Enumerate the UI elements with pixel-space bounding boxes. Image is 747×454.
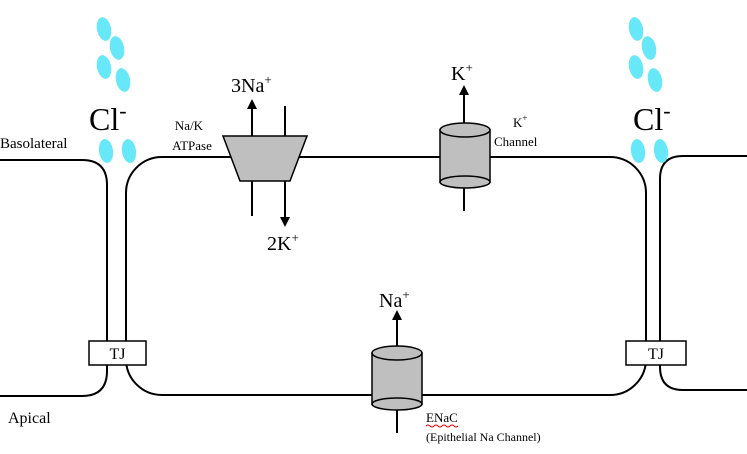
pump-trapezoid bbox=[221, 135, 309, 182]
kchannel-cylinder-bottom bbox=[439, 175, 491, 189]
chloride-drop bbox=[96, 17, 112, 41]
chloride-drop bbox=[630, 139, 646, 163]
kchannel-ion-charge: + bbox=[465, 60, 472, 75]
pump-na-out-label: 3Na+ bbox=[231, 72, 272, 97]
kchannel-cylinder-top bbox=[439, 122, 491, 138]
chloride-label-right: Cl- bbox=[633, 98, 671, 137]
enac-ion-charge: + bbox=[402, 287, 409, 302]
chloride-droplets-right bbox=[628, 17, 669, 163]
enac-cylinder-top bbox=[371, 345, 423, 361]
enac-spellcheck-underline bbox=[425, 424, 459, 428]
pump-k-in-label: 2K+ bbox=[267, 230, 299, 255]
tight-junction-right: TJ bbox=[625, 340, 687, 366]
pump-na-out-charge: + bbox=[264, 72, 271, 87]
pump-k-in-base: 2K bbox=[267, 233, 292, 255]
chloride-label-right-base: Cl bbox=[633, 101, 663, 137]
enac-channel bbox=[371, 310, 423, 433]
chloride-label-right-charge: - bbox=[663, 98, 670, 123]
apical-label: Apical bbox=[8, 410, 51, 427]
kchannel-name-charge: + bbox=[522, 113, 527, 123]
kchannel-cylinder-body bbox=[439, 129, 491, 183]
basolateral-label: Basolateral bbox=[0, 136, 67, 152]
tight-junction-left: TJ bbox=[88, 340, 147, 366]
chloride-drop bbox=[115, 68, 131, 92]
kchannel-name-base: K bbox=[513, 115, 523, 130]
left-cell-outline bbox=[0, 159, 108, 397]
enac-ion-label: Na+ bbox=[379, 287, 410, 312]
na-k-atpase-pump bbox=[221, 99, 309, 227]
enac-full-name-label: (Epithelial Na Channel) bbox=[426, 430, 541, 444]
chloride-droplets-left bbox=[96, 17, 137, 163]
potassium-channel bbox=[439, 85, 491, 211]
enac-cylinder-bottom bbox=[371, 397, 423, 411]
chloride-drop bbox=[628, 55, 644, 79]
chloride-label-left-base: Cl bbox=[89, 101, 119, 137]
tight-junction-right-label: TJ bbox=[648, 346, 664, 363]
chloride-drop bbox=[98, 139, 114, 163]
pump-k-in-charge: + bbox=[291, 230, 298, 245]
enac-ion-base: Na bbox=[379, 290, 402, 312]
chloride-drop bbox=[647, 68, 663, 92]
pump-name-line1: Na/K bbox=[175, 118, 204, 133]
chloride-drop bbox=[96, 55, 112, 79]
pump-name-line2: ATPase bbox=[172, 138, 212, 153]
enac-name-label: ENaC bbox=[426, 410, 458, 425]
kchannel-ion-label: K+ bbox=[451, 60, 473, 85]
kchannel-name-line2: Channel bbox=[494, 134, 538, 149]
kchannel-ion-base: K bbox=[451, 63, 466, 85]
pump-na-out-base: 3Na bbox=[231, 75, 264, 97]
chloride-drop bbox=[121, 139, 137, 163]
right-cell-outline bbox=[659, 155, 747, 391]
chloride-drop bbox=[109, 36, 125, 60]
chloride-label-left-charge: - bbox=[119, 98, 126, 123]
kchannel-name-line1: K+ bbox=[513, 113, 527, 130]
chloride-drop bbox=[641, 36, 657, 60]
chloride-label-left: Cl- bbox=[89, 98, 127, 137]
chloride-drop bbox=[653, 139, 669, 163]
chloride-drop bbox=[628, 17, 644, 41]
tight-junction-left-label: TJ bbox=[110, 346, 126, 363]
